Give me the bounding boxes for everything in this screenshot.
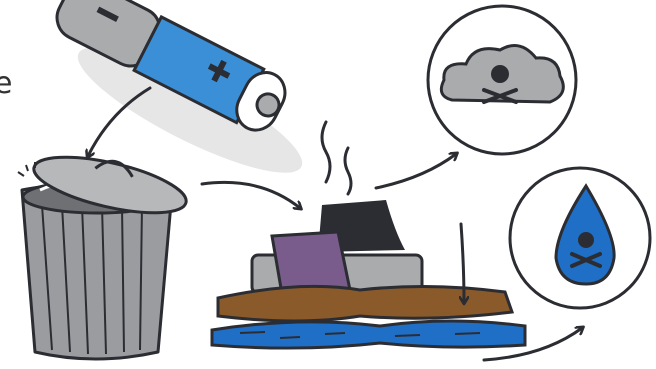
trash-can-icon bbox=[18, 144, 191, 359]
arrow-trash-to-landfill bbox=[202, 182, 300, 208]
fumes-icon bbox=[322, 122, 351, 194]
toxic-cloud-icon bbox=[428, 6, 576, 154]
arrow-landfill-to-air bbox=[376, 154, 456, 188]
toxic-water-drop-icon bbox=[510, 168, 650, 308]
landfill-pile-icon bbox=[212, 200, 525, 348]
